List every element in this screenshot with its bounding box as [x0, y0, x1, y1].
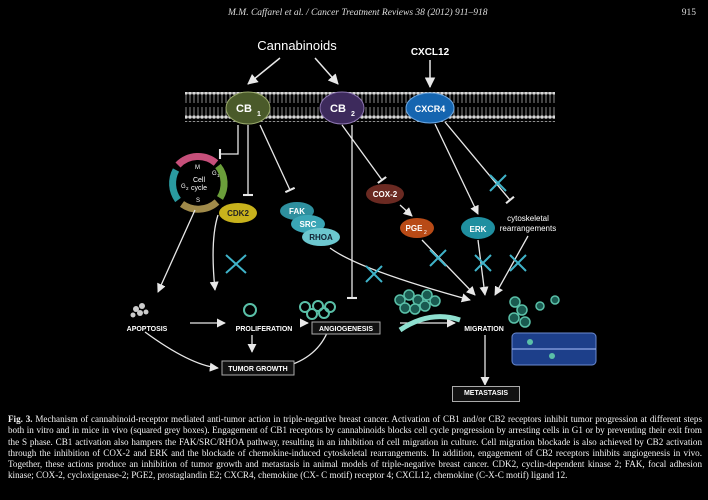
proliferation-cells	[243, 300, 336, 320]
phase-g2-sub: 2	[186, 186, 189, 191]
blockade-x-5	[509, 254, 527, 272]
rearrangements-label: rearrangements	[500, 224, 556, 233]
cb1-receptor: CB 1	[225, 91, 271, 125]
metastasis-box: METASTASIS	[452, 386, 520, 402]
cxcr4-receptor: CXCR4	[405, 92, 455, 124]
svg-text:2: 2	[424, 230, 427, 236]
blood-vessel	[511, 332, 597, 366]
cxcl12-label: CXCL12	[411, 47, 450, 58]
proliferation-label: PROLIFERATION	[236, 326, 293, 333]
svg-text:FAK: FAK	[289, 207, 305, 216]
mechanism-diagram: Cannabinoids CXCL12 CB 1 CB 2 CXCR4 M G …	[127, 38, 597, 385]
cb2-receptor: CB 2	[319, 91, 365, 125]
svg-text:RHOA: RHOA	[309, 233, 333, 242]
pge2-node: PGE 2	[400, 218, 434, 238]
cell-cycle-label-2: cycle	[191, 185, 207, 192]
cell-cycle-wheel: M G 1 S G 2 Cell cycle	[169, 153, 228, 213]
pathway-lines	[144, 121, 529, 385]
cb1-subscript: 1	[257, 111, 261, 118]
page-number: 915	[681, 8, 696, 18]
page-header: M.M. Caffarel et al. / Cancer Treatment …	[0, 0, 708, 22]
apoptosis-label: APOPTOSIS	[127, 326, 168, 333]
figure-number: Fig. 3.	[8, 414, 33, 424]
arrow-cannabinoids-cb2	[314, 57, 339, 85]
angiogenesis-label: ANGIOGENESIS	[319, 326, 373, 333]
tumor-growth-box	[221, 360, 295, 376]
phase-g1-sub: 1	[217, 173, 220, 178]
cox2-node: COX-2	[366, 184, 404, 204]
erk-node: ERK	[461, 217, 495, 239]
blockade-x-4	[474, 254, 492, 272]
svg-text:COX-2: COX-2	[373, 190, 398, 199]
cytoskeletal-label: cytoskeletal	[507, 214, 549, 223]
cb2-subscript: 2	[351, 111, 355, 118]
migration-label: MIGRATION	[464, 326, 504, 333]
angiogenesis-vessel	[394, 289, 461, 333]
svg-text:PGE: PGE	[406, 224, 424, 233]
journal-citation: M.M. Caffarel et al. / Cancer Treatment …	[228, 8, 488, 18]
svg-text:SRC: SRC	[300, 220, 317, 229]
cell-cycle-label-1: Cell	[193, 177, 206, 184]
blockade-marks	[225, 174, 527, 283]
blockade-x-6	[489, 174, 507, 192]
angiogenesis-box	[311, 321, 381, 335]
figure-caption: Fig. 3. Mechanism of cannabinoid-recepto…	[8, 414, 702, 482]
blockade-x-1	[225, 254, 247, 274]
caption-text: Mechanism of cannabinoid-receptor mediat…	[8, 414, 702, 481]
tumor-growth-label: TUMOR GROWTH	[228, 366, 288, 373]
svg-text:CDK2: CDK2	[227, 209, 249, 218]
cannabinoids-label: Cannabinoids	[257, 38, 337, 53]
cxcr4-label: CXCR4	[415, 104, 446, 114]
blockade-x-3	[429, 249, 447, 267]
arrow-cannabinoids-cb1	[247, 57, 281, 85]
phase-g2: G	[181, 184, 186, 190]
metastasis-label: METASTASIS	[463, 390, 509, 397]
apoptosis-cells	[130, 303, 149, 318]
phase-m: M	[195, 165, 200, 171]
blockade-x-2	[365, 265, 383, 283]
cb1-label: CB	[236, 103, 252, 115]
phase-s: S	[196, 198, 200, 204]
cdk2-node: CDK2	[219, 203, 257, 223]
phase-g1: G	[212, 171, 217, 177]
cb2-label: CB	[330, 103, 346, 115]
svg-text:ERK: ERK	[470, 225, 487, 234]
migration-cells	[508, 295, 560, 328]
rhoa-node: RHOA	[302, 228, 340, 246]
